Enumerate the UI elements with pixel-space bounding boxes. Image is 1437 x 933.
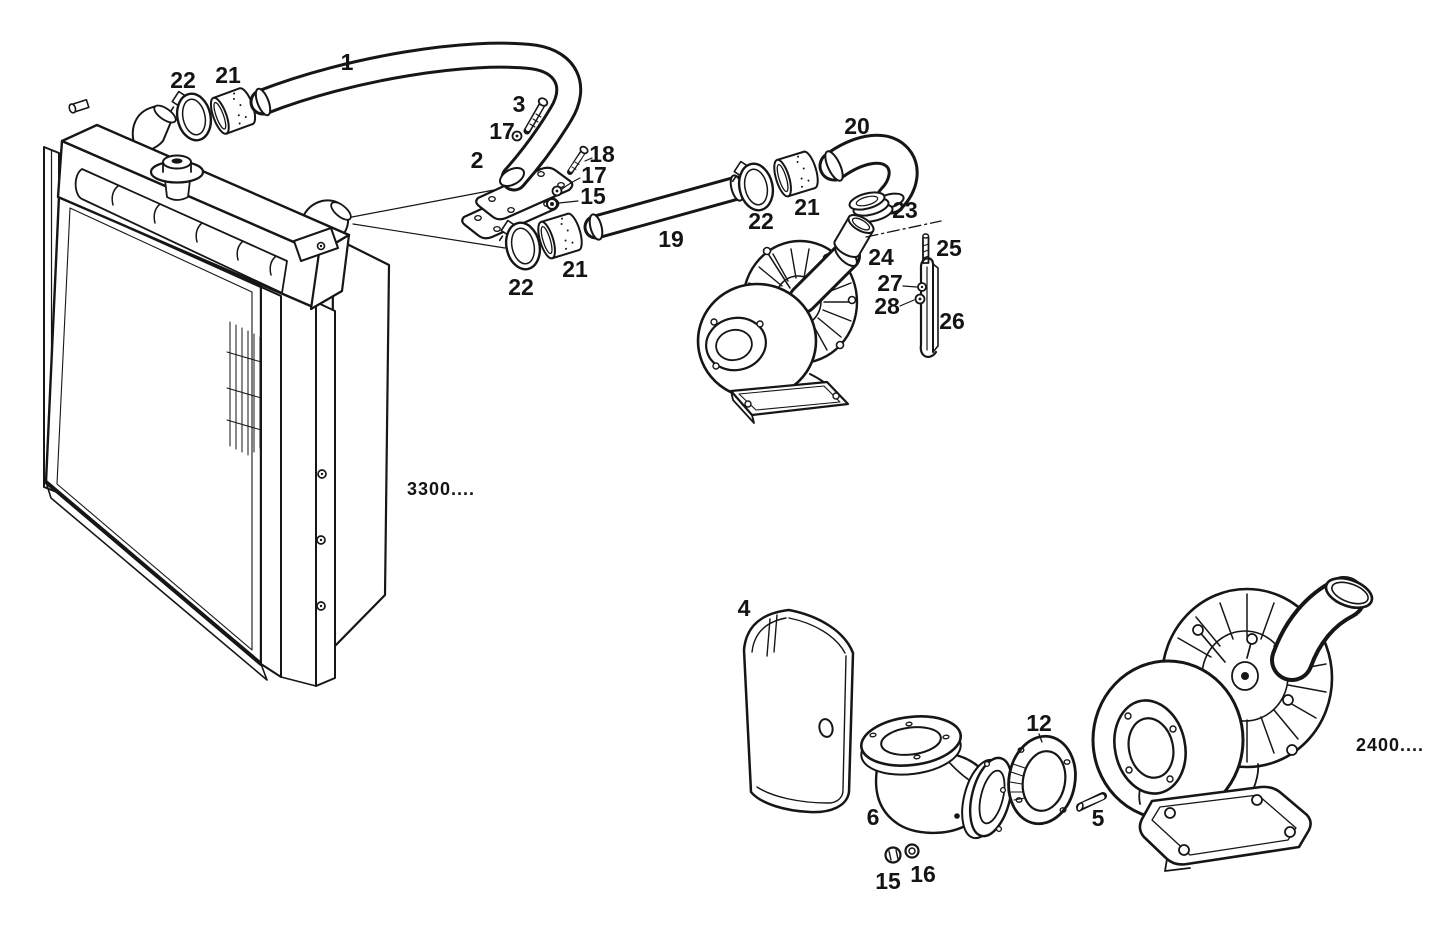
tank-slot <box>74 168 288 294</box>
radiator-back-panel <box>330 235 391 651</box>
turbo2-base <box>1138 785 1312 872</box>
part-label-22-b: 22 <box>508 274 534 300</box>
sleeve-21-c <box>769 148 823 200</box>
shield-hole <box>818 718 834 738</box>
stub-mounting-plate <box>293 227 339 262</box>
turbo2-rim-bolts <box>1192 624 1298 756</box>
washer-17-a <box>511 130 523 142</box>
part-label-16: 16 <box>910 861 936 887</box>
turbocharger-1 <box>696 239 861 424</box>
elbow-hose-20 <box>818 133 919 215</box>
part-label-6: 6 <box>867 804 880 830</box>
part-label-1: 1 <box>341 49 354 75</box>
channel-rivets <box>316 469 327 611</box>
radiator-channel-front <box>260 286 282 678</box>
part-label-15-b: 15 <box>875 868 901 894</box>
heat-shield-4 <box>742 608 855 814</box>
left-stub-opening <box>153 104 177 124</box>
part-label-12: 12 <box>1026 710 1052 736</box>
turbocharger-2 <box>1091 576 1374 872</box>
overflow-nipple <box>68 98 90 114</box>
part-label-26: 26 <box>939 308 965 334</box>
washer-27 <box>917 282 927 292</box>
part-label-15-a: 15 <box>580 183 606 209</box>
washer-28 <box>914 293 926 305</box>
leader-lines <box>558 157 593 204</box>
stud-5 <box>1076 792 1107 812</box>
part-label-19: 19 <box>658 226 684 252</box>
coil-ring-23 <box>848 191 894 223</box>
part-label-18: 18 <box>589 141 615 167</box>
assembly-lines <box>351 189 506 249</box>
turbo1-base <box>729 380 850 424</box>
part-label-2: 2 <box>471 147 484 173</box>
bracket-26 <box>919 257 939 358</box>
part-label-20: 20 <box>844 113 870 139</box>
part-label-17-b: 17 <box>581 162 607 188</box>
part-label-21-c: 21 <box>794 194 820 220</box>
ref-note-3300: 3300.... <box>407 479 475 499</box>
part-label-27: 27 <box>877 270 903 296</box>
ref-note-2400: 2400.... <box>1356 735 1424 755</box>
part-label-5: 5 <box>1092 805 1105 831</box>
leader-lines-27-28 <box>899 285 918 307</box>
nut-15-a <box>546 198 558 210</box>
sleeve-21-b <box>533 210 587 262</box>
part-label-21-a: 21 <box>215 62 241 88</box>
part-label-24: 24 <box>868 244 894 270</box>
elbow-pipe-6 <box>859 715 1014 840</box>
nut-16 <box>904 843 920 859</box>
center-line <box>865 220 942 238</box>
hose-end-collar <box>498 166 526 188</box>
sleeve-24 <box>833 214 875 258</box>
right-stub-opening <box>330 201 352 221</box>
part-label-17-a: 17 <box>489 118 515 144</box>
part-label-3: 3 <box>513 91 526 117</box>
tank-baffles <box>111 185 277 276</box>
bolt-18 <box>567 145 589 175</box>
pipe-19 <box>583 174 750 241</box>
part-label-22-c: 22 <box>748 208 774 234</box>
washer-17-b <box>551 185 563 197</box>
hose-1 <box>249 41 583 192</box>
part-label-21-b: 21 <box>562 256 588 282</box>
part-label-4: 4 <box>738 595 751 621</box>
radiator-channel-rear <box>315 301 336 687</box>
part-label-22-a: 22 <box>170 67 196 93</box>
part-label-23: 23 <box>892 197 918 223</box>
radiator <box>43 98 391 687</box>
sleeve-21-a <box>206 85 260 137</box>
radiator-filler-cap <box>149 154 205 201</box>
part-labels: 22 21 1 3 17 2 18 17 15 19 21 22 20 22 2… <box>170 49 1424 894</box>
bolt-3 <box>523 97 549 135</box>
gasket-12 <box>1007 733 1077 826</box>
part-label-28: 28 <box>874 293 900 319</box>
turbo2-outlet-pipe <box>1270 576 1374 682</box>
stud-25 <box>922 233 930 264</box>
washer-15-b <box>884 846 902 864</box>
part-label-25: 25 <box>936 235 962 261</box>
flange-2 <box>461 166 574 240</box>
